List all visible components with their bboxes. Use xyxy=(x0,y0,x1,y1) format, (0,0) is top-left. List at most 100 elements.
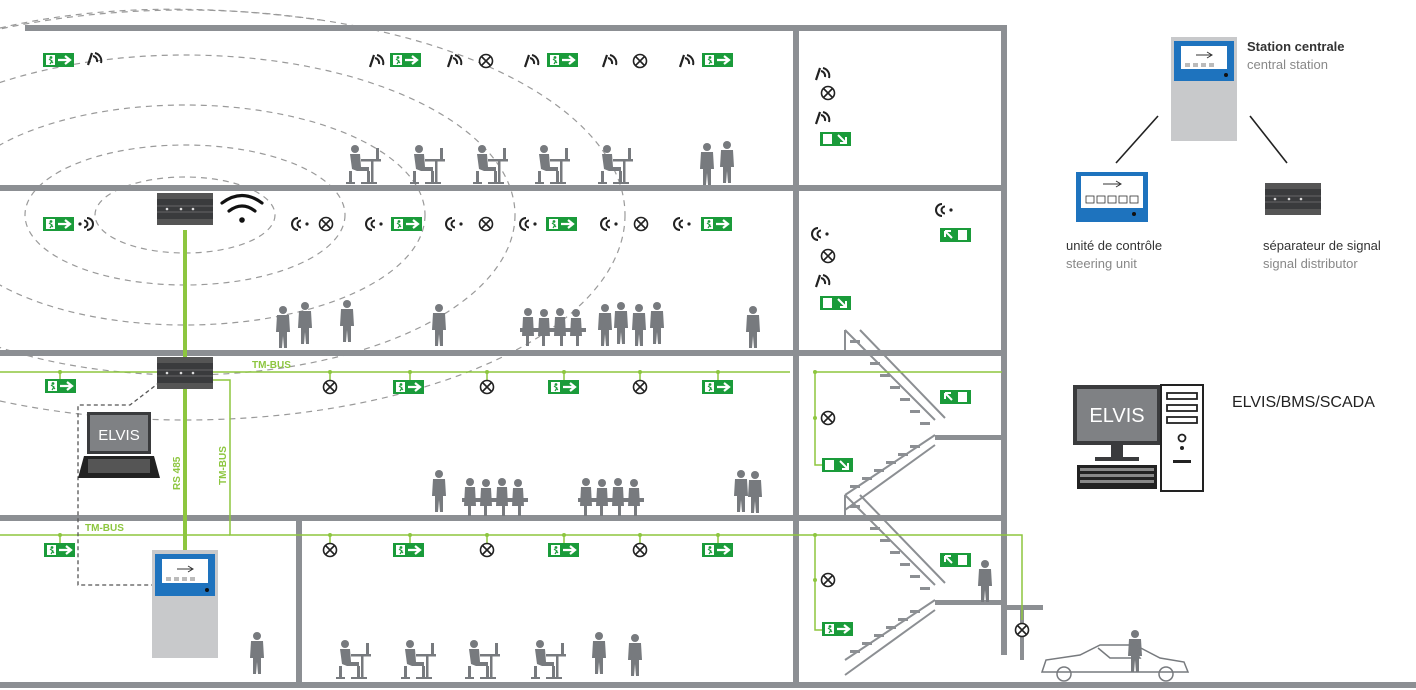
exit-sign-icon xyxy=(702,543,733,557)
wireless-signal-icon xyxy=(680,55,693,67)
person-icon xyxy=(465,640,500,679)
floor-4-people xyxy=(250,560,1142,679)
floor-2-people xyxy=(276,300,760,348)
exit-sign-icon xyxy=(548,543,579,557)
luminaire-icon xyxy=(481,381,494,394)
person-icon xyxy=(748,471,762,513)
person-icon xyxy=(531,640,566,679)
person-icon xyxy=(462,478,528,516)
luminaire-icon xyxy=(324,381,337,394)
exit-sign-icon xyxy=(701,217,732,231)
luminaire-icon xyxy=(822,250,835,263)
exit-sign-icon xyxy=(547,53,578,67)
exit-sign-icon xyxy=(546,217,577,231)
exit-sign-icon xyxy=(702,380,733,394)
wireless-signal-icon xyxy=(520,218,537,230)
floor-3-people xyxy=(432,470,762,516)
person-icon xyxy=(250,632,264,674)
exit-sign-icon xyxy=(820,296,851,310)
tm-bus-label-left: TM-BUS xyxy=(85,523,124,534)
exit-sign-icon xyxy=(43,217,74,231)
central-station-sublabel: central station xyxy=(1247,57,1328,72)
wireless-signal-icon xyxy=(601,218,618,230)
person-icon xyxy=(628,634,642,676)
floor-1-people xyxy=(346,141,734,185)
legend-steering-unit: unité de contrôle steering unit xyxy=(1066,172,1162,271)
exit-sign-icon xyxy=(393,543,424,557)
car-icon xyxy=(1042,645,1188,681)
central-station-label: Station centrale xyxy=(1247,39,1345,54)
luminaire-icon xyxy=(634,381,647,394)
laptop-icon: ELVIS xyxy=(78,412,160,478)
person-icon xyxy=(720,141,734,183)
rs485-label: RS 485 xyxy=(172,456,183,490)
person-icon xyxy=(432,470,446,512)
central-station-cabinet xyxy=(152,550,218,658)
signal-distributor-icon xyxy=(1265,183,1321,215)
person-icon xyxy=(401,640,436,679)
staircase xyxy=(845,330,945,675)
person-icon xyxy=(578,478,644,516)
wireless-signal-icon xyxy=(448,55,461,67)
person-icon xyxy=(734,470,748,512)
wireless-signal-icon xyxy=(816,112,829,124)
wireless-signal-icon xyxy=(674,218,691,230)
floor-1-devices xyxy=(43,53,851,146)
exit-sign-icon xyxy=(702,53,733,67)
exit-sign-icon xyxy=(548,380,579,394)
person-icon xyxy=(614,302,628,344)
person-icon xyxy=(535,145,570,184)
signal-distributor-sublabel: signal distributor xyxy=(1263,256,1358,271)
wireless-signal-icon xyxy=(292,218,309,230)
luminaire-icon xyxy=(480,218,493,231)
wireless-signal-icon xyxy=(816,275,829,287)
person-icon xyxy=(346,145,381,184)
wireless-range-circles xyxy=(0,9,625,420)
exit-sign-icon xyxy=(940,553,971,567)
person-icon xyxy=(340,300,354,342)
wifi-icon xyxy=(222,196,262,223)
signal-distributor-label: séparateur de signal xyxy=(1263,238,1381,253)
floor-2-devices xyxy=(43,193,971,310)
person-icon xyxy=(410,145,445,184)
luminaire-icon xyxy=(1016,624,1029,637)
person-icon xyxy=(473,145,508,184)
luminaire-icon xyxy=(822,412,835,425)
wireless-signal-icon xyxy=(366,218,383,230)
person-icon xyxy=(746,306,760,348)
exit-sign-icon xyxy=(44,543,75,557)
person-icon xyxy=(598,304,612,346)
luminaire-icon xyxy=(634,544,647,557)
wireless-signal-icon xyxy=(446,218,463,230)
luminaire-icon xyxy=(320,218,333,231)
person-icon xyxy=(276,306,290,348)
luminaire-icon xyxy=(634,55,647,68)
tm-bus-label-top: TM-BUS xyxy=(252,360,291,371)
luminaire-icon xyxy=(822,574,835,587)
wireless-signal-icon xyxy=(525,55,538,67)
exit-sign-icon xyxy=(940,228,971,242)
software-label: ELVIS/BMS/SCADA xyxy=(1232,394,1375,411)
person-icon xyxy=(978,560,992,602)
steering-unit-sublabel: steering unit xyxy=(1066,256,1137,271)
computer-icon: ELVIS xyxy=(1073,385,1203,491)
person-icon xyxy=(432,304,446,346)
exit-sign-icon xyxy=(393,380,424,394)
signal-distributor-icon xyxy=(157,193,213,225)
exit-sign-icon xyxy=(822,622,853,636)
person-icon xyxy=(632,304,646,346)
luminaire-icon xyxy=(481,544,494,557)
legend-signal-distributor: séparateur de signal signal distributor xyxy=(1263,183,1381,271)
luminaire-icon xyxy=(480,55,493,68)
tm-bus-label-vertical: TM-BUS xyxy=(218,446,229,485)
luminaire-icon xyxy=(822,87,835,100)
wireless-signal-icon xyxy=(78,218,93,230)
exit-sign-icon xyxy=(43,53,74,67)
person-icon xyxy=(336,640,371,679)
wireless-signal-icon xyxy=(812,228,829,240)
luminaire-icon xyxy=(324,544,337,557)
wireless-signal-icon xyxy=(370,55,383,67)
person-icon xyxy=(700,143,714,185)
person-icon xyxy=(592,632,606,674)
